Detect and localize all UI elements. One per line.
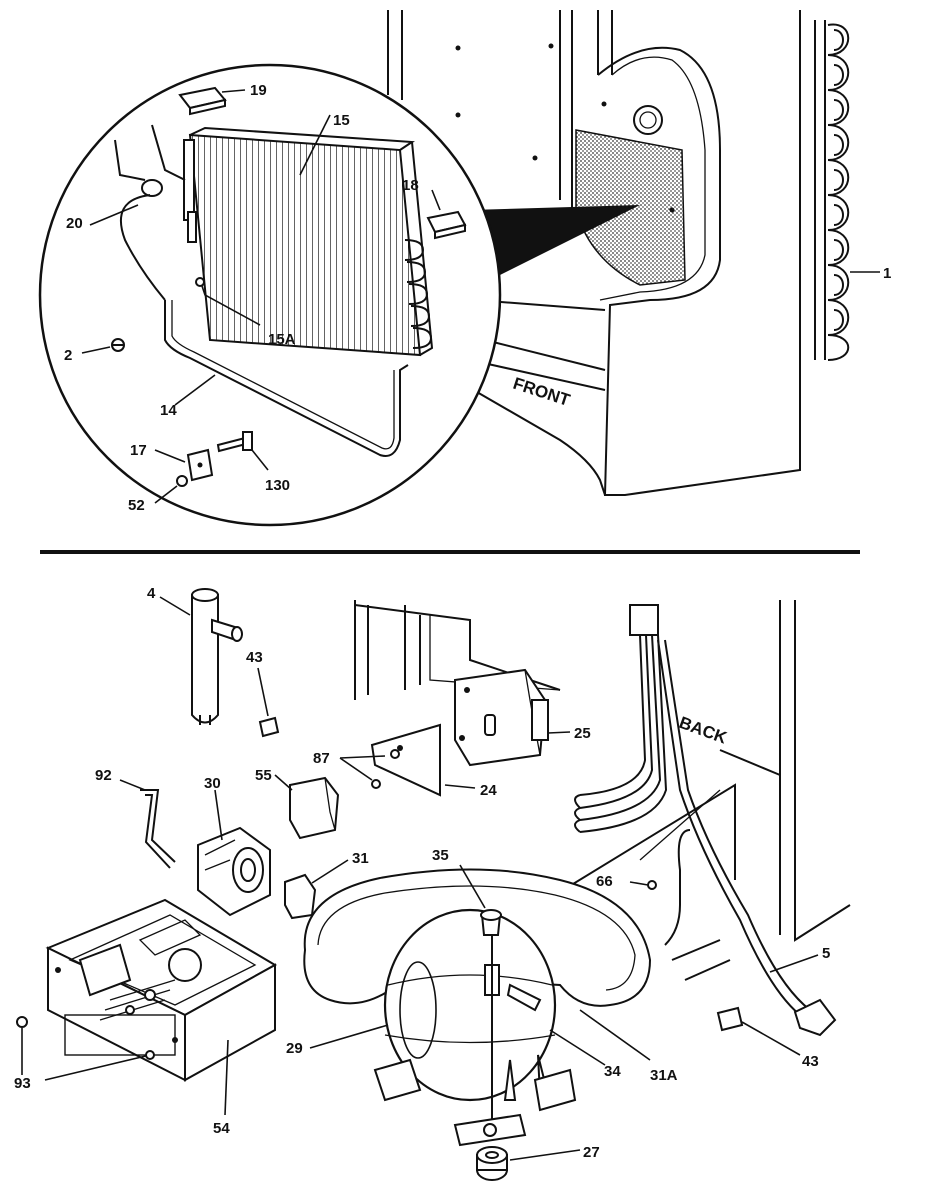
label-14: 14 <box>160 402 177 419</box>
label-17: 17 <box>130 442 147 459</box>
detail-circle <box>38 63 502 527</box>
clip-43-top <box>257 667 280 738</box>
label-25: 25 <box>574 725 591 742</box>
label-27: 27 <box>583 1144 600 1161</box>
tube-92 <box>119 779 176 869</box>
label-29: 29 <box>286 1040 303 1057</box>
drain-tube <box>164 300 409 457</box>
bottom-view: 4 43 87 25 24 92 30 55 31 35 66 5 29 34 … <box>14 585 851 1181</box>
clip-19 <box>178 86 246 116</box>
label-5: 5 <box>822 945 830 962</box>
label-52: 52 <box>128 497 145 514</box>
label-4: 4 <box>147 585 156 602</box>
label-43-top: 43 <box>246 649 263 666</box>
filter-drier <box>159 588 243 725</box>
control-box <box>45 898 278 1116</box>
wire-harness <box>574 604 668 833</box>
label-34: 34 <box>604 1063 621 1080</box>
bracket-17 <box>154 448 214 482</box>
label-front: FRONT <box>511 374 573 410</box>
label-back: BACK <box>677 713 730 748</box>
label-54: 54 <box>213 1120 230 1137</box>
label-66: 66 <box>596 873 613 890</box>
label-2: 2 <box>64 347 72 364</box>
label-30: 30 <box>204 775 221 792</box>
label-130: 130 <box>265 477 290 494</box>
label-55: 55 <box>255 767 272 784</box>
defrost-timer <box>370 668 571 797</box>
label-15: 15 <box>333 112 350 129</box>
screw-2 <box>81 338 125 354</box>
label-19: 19 <box>250 82 267 99</box>
detail-projection <box>470 205 640 285</box>
power-cord <box>657 639 837 1037</box>
compressor <box>309 908 606 1147</box>
terminal-cover-31 <box>284 859 349 920</box>
label-92: 92 <box>95 767 112 784</box>
clip-43-bottom <box>716 1006 801 1056</box>
label-20: 20 <box>66 215 83 232</box>
cabinet-front <box>387 10 801 496</box>
relay-30 <box>197 789 271 917</box>
top-view: 19 15 18 20 15A 2 14 17 130 52 1 FRONT <box>38 10 891 527</box>
label-35: 35 <box>432 847 449 864</box>
clip-18 <box>426 189 467 240</box>
label-87: 87 <box>313 750 330 767</box>
label-1: 1 <box>883 265 891 282</box>
screws-87 <box>339 749 400 789</box>
label-43-bottom: 43 <box>802 1053 819 1070</box>
grommet-27 <box>476 1146 581 1181</box>
condenser-coil <box>814 20 880 361</box>
nut-52 <box>154 475 188 504</box>
defrost-sensor <box>89 124 186 301</box>
evaporator-coil <box>183 126 434 357</box>
overload-55 <box>274 774 340 840</box>
label-31a: 31A <box>650 1067 678 1084</box>
bolt-35 <box>459 864 502 936</box>
screw-66 <box>629 880 657 890</box>
cabinet-back <box>354 600 851 942</box>
label-18: 18 <box>402 177 419 194</box>
label-15a: 15A <box>268 331 296 348</box>
bolt-130 <box>216 431 269 471</box>
label-93: 93 <box>14 1075 31 1092</box>
screws-93 <box>16 1016 155 1081</box>
label-24: 24 <box>480 782 497 799</box>
label-31: 31 <box>352 850 369 867</box>
